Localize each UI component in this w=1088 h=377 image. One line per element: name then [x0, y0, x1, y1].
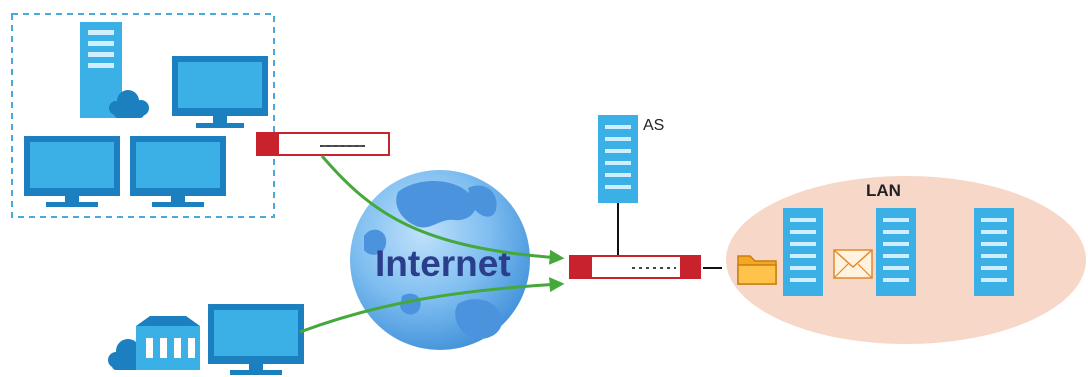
firewall-icon — [256, 132, 390, 156]
server-icon — [598, 115, 638, 203]
server-icon — [876, 208, 916, 296]
server-icon — [974, 208, 1014, 296]
building-icon — [136, 316, 200, 370]
vpn-arrow-bottom — [299, 277, 565, 334]
monitor-icon — [172, 56, 268, 128]
remote-site-box — [11, 13, 275, 218]
lan-label: LAN — [866, 181, 901, 200]
folder-icon — [737, 255, 777, 285]
monitor-icon — [130, 136, 226, 207]
cloud-icon — [109, 90, 149, 118]
firewall-icon — [569, 255, 701, 279]
as-label: AS — [643, 117, 664, 134]
monitor-icon — [208, 304, 304, 375]
vpn-arrow-top — [320, 155, 565, 265]
server-icon — [783, 208, 823, 296]
monitor-icon — [24, 136, 120, 207]
mail-icon — [833, 249, 873, 279]
